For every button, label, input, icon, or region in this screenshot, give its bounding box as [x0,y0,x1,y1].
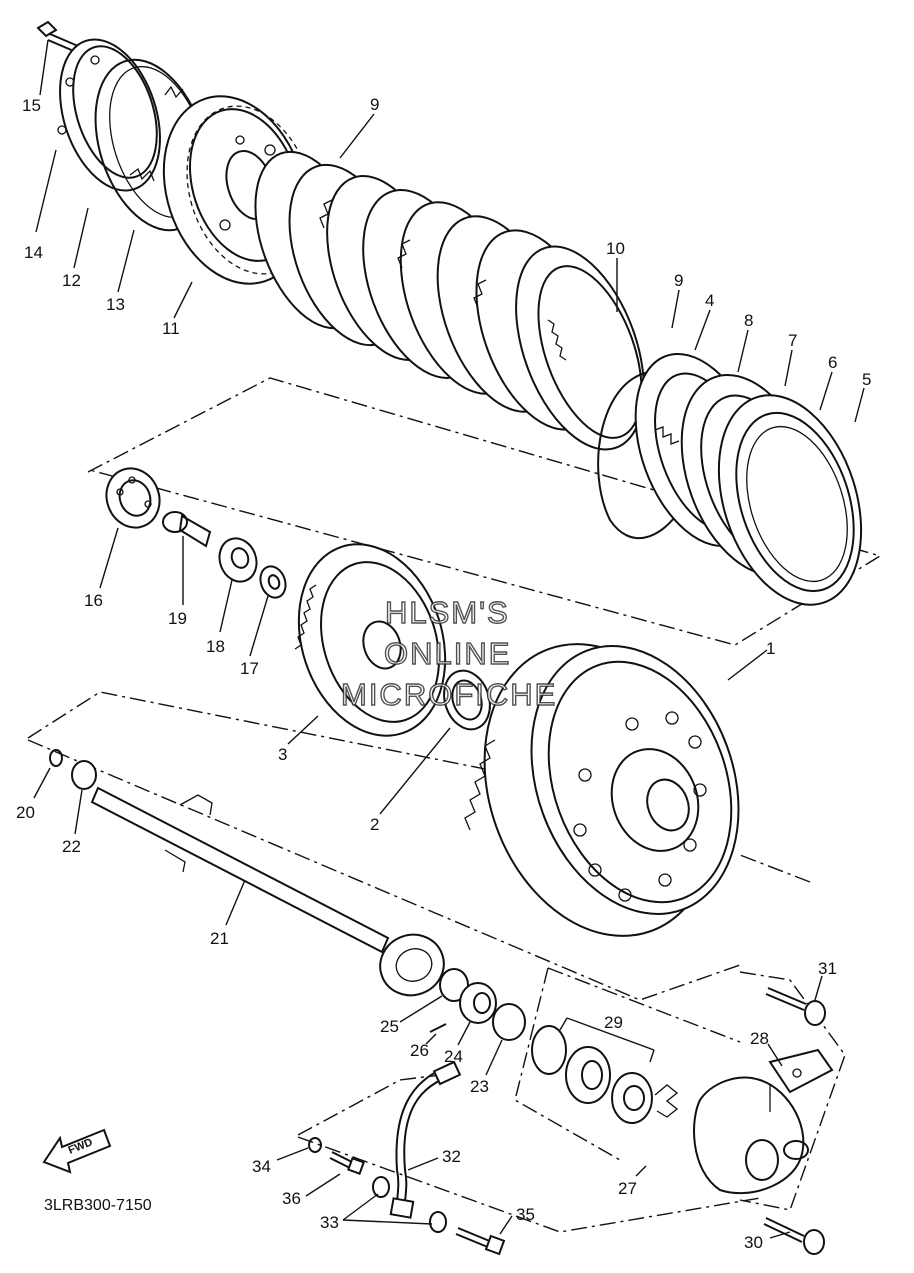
callouts: 1 2 3 4 5 6 7 8 9 9 10 11 12 13 14 15 16… [16,95,871,1252]
watermark-line-1: HLSM'S [385,595,510,630]
disc-seal [379,933,445,997]
callout-35: 35 [516,1205,535,1224]
clutch-hose [389,1060,462,1219]
dust-seal [492,1003,526,1041]
seal-kit [531,1017,679,1124]
bolt-31 [765,987,826,1026]
thrust-washer [443,669,491,731]
callout-18: 18 [206,637,225,656]
watermark-line-3: MICROFICHE [341,677,557,712]
callout-12: 12 [62,271,81,290]
callout-7: 7 [788,331,797,350]
diagram-code: 3LRB300-7150 [44,1197,152,1214]
callout-17: 17 [240,659,259,678]
gasket-washer [372,1176,447,1233]
assembly-boundaries [27,377,882,1233]
pressure-plate-bolt [36,20,79,53]
nut [218,537,258,583]
callout-13: 13 [106,295,125,314]
callout-25: 25 [380,1017,399,1036]
callout-30: 30 [744,1233,763,1252]
callout-23: 23 [470,1077,489,1096]
fwd-arrow-icon: FWD [42,1128,112,1174]
callout-1: 1 [766,639,775,658]
bearing [105,467,161,529]
callout-11: 11 [162,319,180,338]
push-rod-2 [90,786,390,954]
callout-4: 4 [705,291,714,310]
callout-29: 29 [604,1013,623,1032]
callout-31: 31 [818,959,837,978]
callout-19: 19 [168,609,187,628]
callout-9-right: 9 [674,271,683,290]
watermark: HLSM'S ONLINE MICROFICHE [340,594,557,712]
primary-driven-gear [294,543,447,737]
callout-14: 14 [24,243,43,262]
callout-22: 22 [62,837,81,856]
union-bolt [455,1227,506,1256]
callout-15: 15 [22,96,41,115]
callout-9-top: 9 [370,95,379,114]
release-cylinder [693,1076,809,1195]
lock-washer [259,565,287,599]
clutch-plate-stack [254,150,645,451]
callout-2: 2 [370,815,379,834]
callout-10: 10 [606,239,625,258]
bolt-30 [763,1217,825,1255]
piston-seal [459,982,497,1024]
callout-8: 8 [744,311,753,330]
callout-34: 34 [252,1157,271,1176]
callout-21: 21 [210,929,229,948]
pin [429,1023,447,1033]
callout-16: 16 [84,591,103,610]
callout-28: 28 [750,1029,769,1048]
watermark-line-2: ONLINE [384,636,511,671]
callout-20: 20 [16,803,35,822]
bleed-screw [329,1151,365,1175]
leader-lines [33,39,865,1239]
bracket [768,1048,834,1112]
callout-5: 5 [862,370,871,389]
clutch-housing [464,643,740,937]
o-ring-34 [308,1137,322,1153]
cushion-spring-ring [717,394,863,606]
callout-3: 3 [278,745,287,764]
callout-24: 24 [444,1047,463,1066]
callout-6: 6 [828,353,837,372]
callout-32: 32 [442,1147,461,1166]
callout-26: 26 [410,1041,429,1060]
callout-27: 27 [618,1179,637,1198]
o-ring [439,968,469,1002]
o-ring-small [49,749,63,767]
bushing [71,760,97,790]
callout-36: 36 [282,1189,301,1208]
push-rod-1 [162,511,212,548]
callout-33: 33 [320,1213,339,1232]
